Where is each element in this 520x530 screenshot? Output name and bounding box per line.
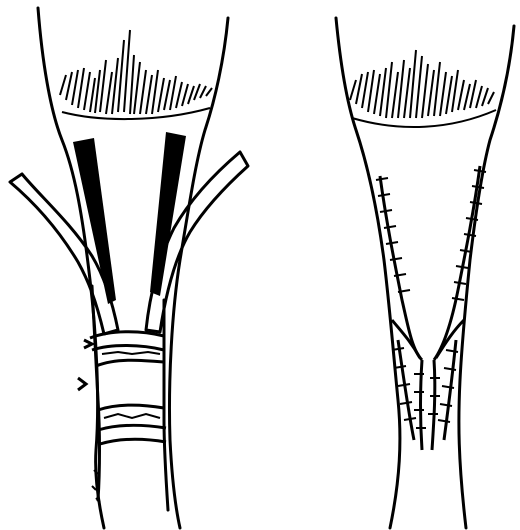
left-hair-fringe <box>60 30 212 119</box>
right-hair-fringe <box>350 50 496 127</box>
left-dark-strip-right <box>150 132 186 296</box>
right-outer-contour-right <box>459 26 514 528</box>
left-panel <box>10 8 248 528</box>
right-outer-contour-left <box>336 18 400 528</box>
left-suture-bands <box>78 332 166 502</box>
left-tube-right-edge <box>164 300 168 510</box>
right-sutured-incisions <box>376 166 486 450</box>
right-panel <box>336 18 514 528</box>
left-dark-strip-left <box>73 138 116 304</box>
